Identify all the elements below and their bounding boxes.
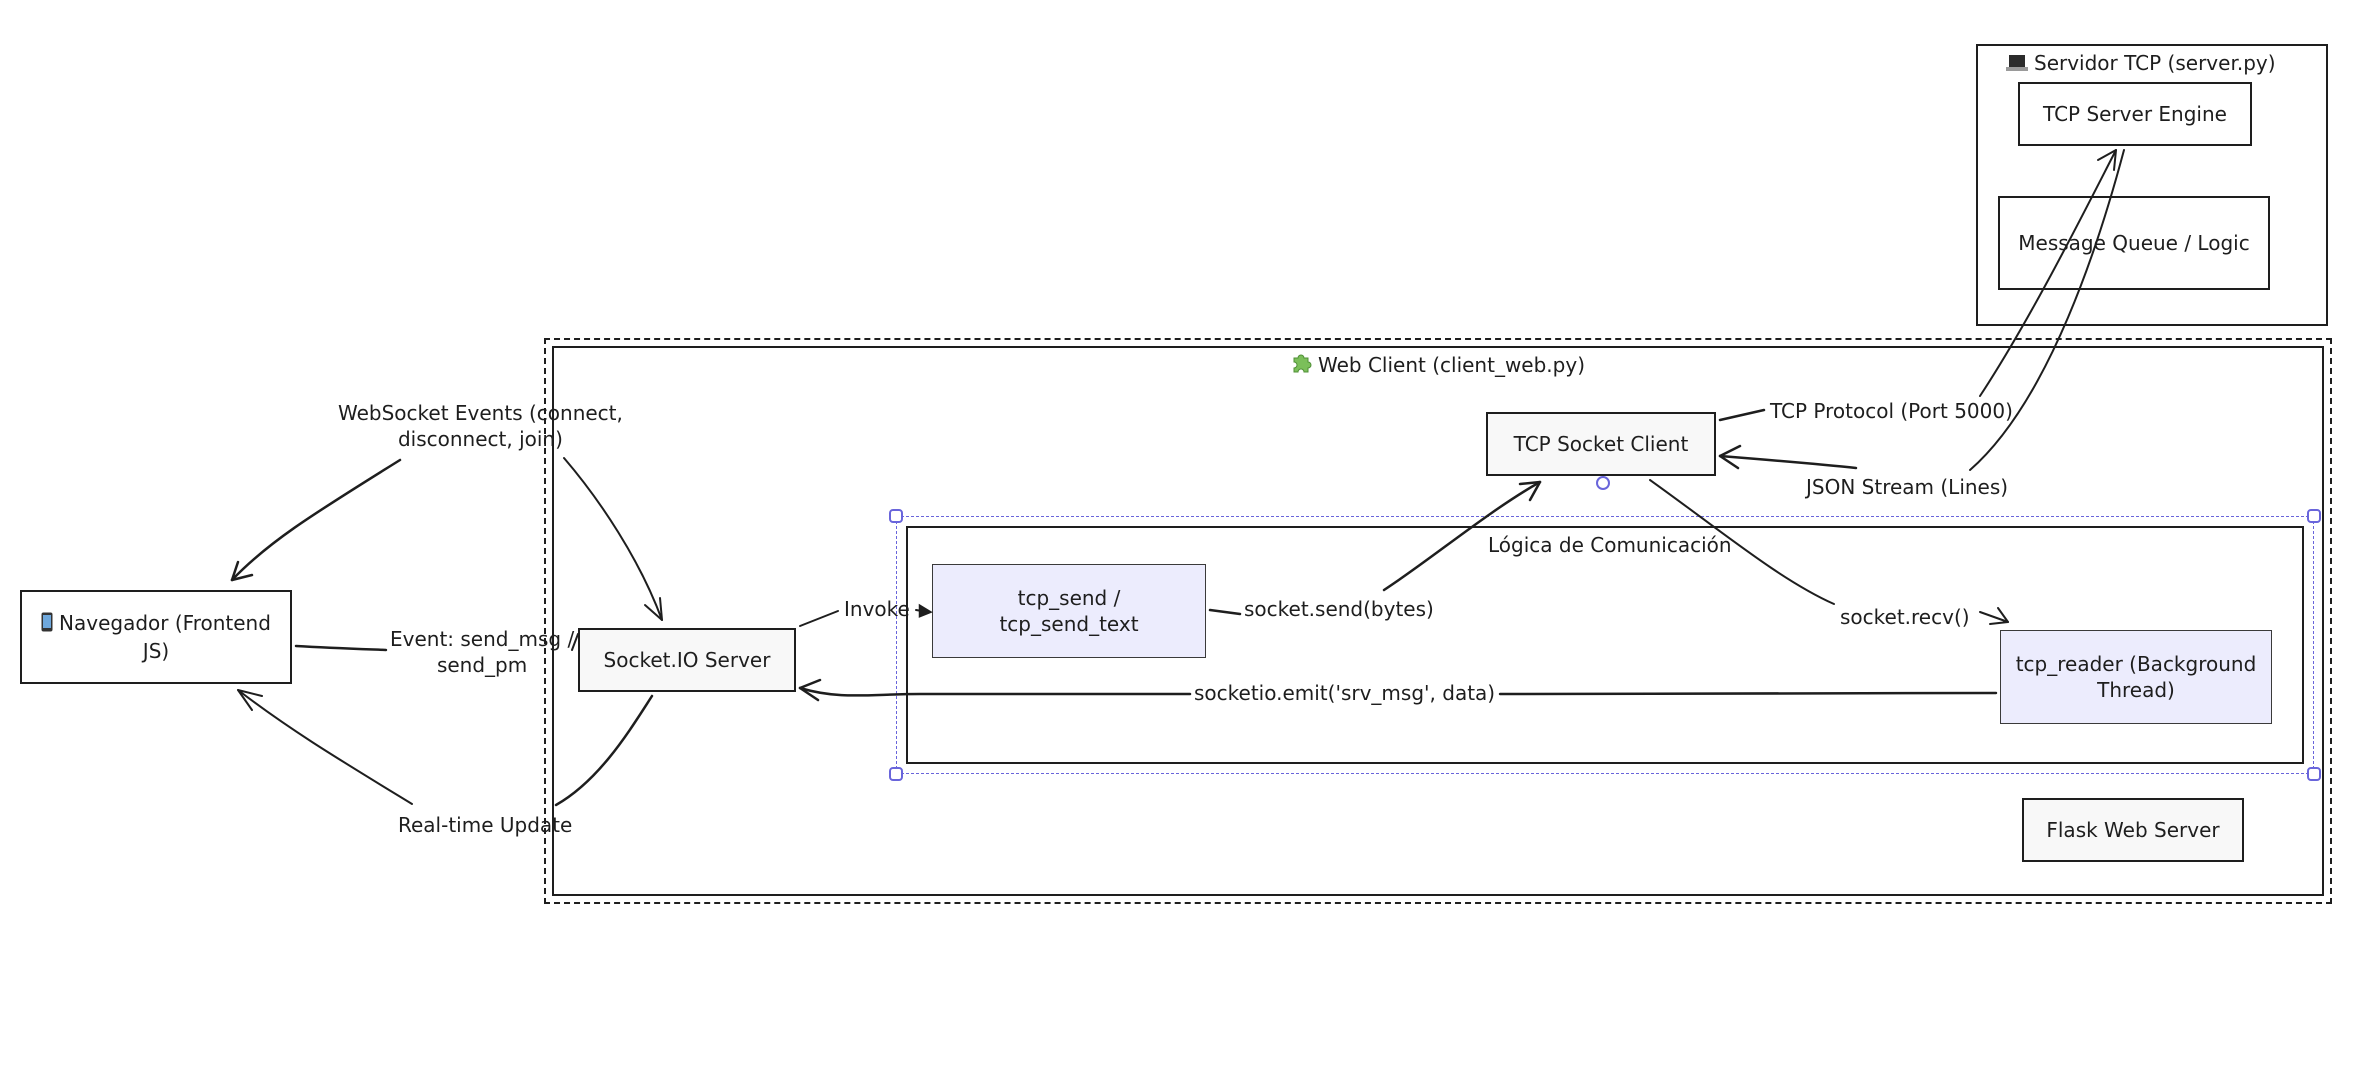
arrowhead-recv-to-tcp-reader (1989, 607, 2009, 625)
edge-tcp-client-to-recv-label (1649, 479, 1835, 605)
selection-handle-bottom-left[interactable] (889, 767, 903, 781)
server-group-title: Servidor TCP (server.py) (2006, 50, 2276, 78)
json-stream-label: JSON Stream (Lines) (1806, 475, 2009, 499)
edge-server-engine-to-json (1969, 149, 2125, 471)
invoke-label: Invoke (844, 597, 910, 621)
flask-web-server-label: Flask Web Server (2046, 818, 2220, 842)
tcp-socket-client-node[interactable]: TCP Socket Client (1486, 412, 1716, 476)
realtime-update-label: Real-time Update (398, 813, 573, 837)
rotation-handle[interactable] (1596, 476, 1610, 490)
message-queue-node[interactable]: Message Queue / Logic (1998, 196, 2270, 290)
navegador-label-wrap: Navegador (Frontend JS) (36, 610, 276, 664)
edge-tcp-send-to-send-label (1208, 608, 1242, 616)
logic-group-title: Lógica de Comunicación (1488, 533, 1732, 557)
arrowhead-websocket-to-socketio (644, 597, 663, 621)
server-group-label: Servidor TCP (server.py) (2034, 51, 2276, 75)
edge-realtime-to-browser (237, 689, 413, 805)
selection-handle-top-right[interactable] (2307, 509, 2321, 523)
puzzle-piece-icon (1290, 352, 1312, 380)
edge-emit-label-to-socketio (798, 686, 1192, 697)
arrowhead-realtime-to-browser (237, 689, 263, 711)
socketio-server-node[interactable]: Socket.IO Server (578, 628, 796, 692)
socket-send-label: socket.send(bytes) (1244, 597, 1434, 621)
web-client-group-frame[interactable] (552, 346, 2324, 896)
socketio-server-label: Socket.IO Server (603, 648, 771, 672)
arrowhead-websocket-to-browser (230, 560, 254, 582)
edge-protocol-to-server-engine (1979, 149, 2117, 397)
tcp-reader-label: tcp_reader (Background Thread) (2015, 652, 2257, 702)
websocket-events-label: WebSocket Events (connect, disconnect, j… (338, 401, 623, 451)
arrowhead-send-to-tcp-client (1518, 480, 1542, 502)
tcp-send-node[interactable]: tcp_send / tcp_send_text (932, 564, 1206, 658)
edge-websocket-to-socketio (563, 457, 663, 621)
tcp-socket-client-label: TCP Socket Client (1513, 432, 1689, 456)
web-client-group-label: Web Client (client_web.py) (1318, 353, 1586, 377)
tcp-send-label: tcp_send / tcp_send_text (999, 586, 1139, 636)
selection-handle-top-left[interactable] (889, 509, 903, 523)
edge-socketio-to-invoke (799, 610, 839, 627)
logic-group-frame[interactable] (906, 526, 2304, 764)
edge-browser-to-send-event (294, 644, 388, 652)
edge-websocket-to-browser (230, 458, 402, 582)
arrowhead-json-to-tcp-client (1718, 444, 1742, 470)
edge-send-event-to-socketio (571, 633, 579, 651)
edge-send-label-to-tcp-client (1382, 480, 1542, 592)
selection-handle-bottom-right[interactable] (2307, 767, 2321, 781)
arrowhead-protocol-to-server-engine (2097, 149, 2117, 171)
message-queue-label: Message Queue / Logic (2018, 231, 2250, 255)
server-group-frame[interactable] (1976, 44, 2328, 326)
socketio-emit-label: socketio.emit('srv_msg', data) (1194, 681, 1496, 705)
web-client-group-title: Web Client (client_web.py) (1290, 352, 1585, 380)
navegador-node[interactable]: Navegador (Frontend JS) (20, 590, 292, 684)
navegador-label: Navegador (Frontend JS) (59, 611, 271, 663)
flask-web-server-node[interactable]: Flask Web Server (2022, 798, 2244, 862)
edge-recv-to-tcp-reader (1979, 611, 2009, 623)
edge-json-to-tcp-client (1718, 454, 1858, 470)
logic-group-selection[interactable] (896, 516, 2314, 774)
send-event-label: Event: send_msg / send_pm (390, 627, 575, 677)
tcp-reader-node[interactable]: tcp_reader (Background Thread) (2000, 630, 2272, 724)
web-client-group-outer[interactable] (544, 338, 2332, 904)
edge-socketio-to-realtime (554, 694, 654, 807)
mobile-phone-icon (41, 612, 53, 638)
socket-recv-label: socket.recv() (1840, 605, 1970, 629)
laptop-icon (2006, 52, 2028, 78)
arrowhead-emit-to-socketio (798, 678, 822, 702)
arrowhead-invoke (918, 603, 933, 618)
tcp-server-engine-label: TCP Server Engine (2043, 102, 2227, 126)
tcp-server-engine-node[interactable]: TCP Server Engine (2018, 82, 2252, 146)
edge-tcp-client-to-protocol-label (1718, 408, 1766, 422)
tcp-protocol-label: TCP Protocol (Port 5000) (1770, 399, 2013, 423)
edge-tcp-reader-to-emit-label (1498, 691, 1998, 696)
